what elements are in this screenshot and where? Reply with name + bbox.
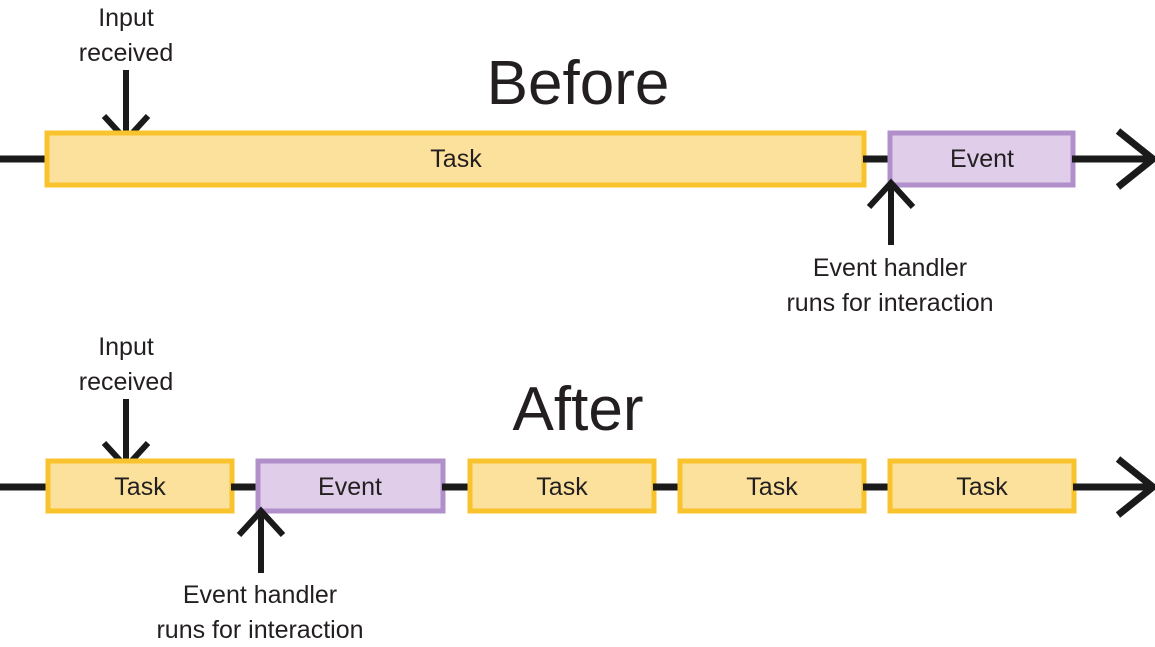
after-section: After Input received Task Event bbox=[0, 333, 1155, 644]
after-event-label: Event bbox=[318, 473, 382, 501]
after-task-block-2 bbox=[467, 458, 657, 514]
after-input-annotation-line2: received bbox=[79, 368, 174, 396]
before-event-block bbox=[887, 130, 1076, 188]
after-input-annotation-line1: Input bbox=[98, 333, 154, 361]
after-heading: After bbox=[513, 375, 644, 444]
after-task-label-1: Task bbox=[114, 473, 166, 501]
after-task-block-4 bbox=[887, 458, 1077, 514]
before-timeline-right-arrow-icon bbox=[1072, 128, 1155, 190]
before-input-arrow-icon bbox=[101, 70, 151, 145]
after-task-block-1 bbox=[45, 458, 235, 514]
after-handler-arrow-icon bbox=[236, 506, 286, 573]
before-handler-annotation-line1: Event handler bbox=[813, 254, 967, 282]
after-task-label-3: Task bbox=[746, 473, 798, 501]
before-handler-arrow-icon bbox=[866, 178, 916, 245]
after-input-arrow-icon bbox=[101, 399, 151, 472]
after-timeline-right-arrow-icon bbox=[1073, 456, 1155, 518]
before-event-label: Event bbox=[950, 145, 1014, 173]
before-heading: Before bbox=[487, 49, 670, 118]
before-section: Before Input received Task Event bbox=[0, 4, 1155, 317]
after-task-block-3 bbox=[677, 458, 867, 514]
after-task-label-4: Task bbox=[956, 473, 1008, 501]
before-input-annotation-line1: Input bbox=[98, 4, 154, 32]
after-handler-annotation-line2: runs for interaction bbox=[156, 616, 363, 644]
after-task-label-2: Task bbox=[536, 473, 588, 501]
before-task-label: Task bbox=[430, 145, 482, 173]
before-handler-annotation-line2: runs for interaction bbox=[786, 289, 993, 317]
after-handler-annotation-line1: Event handler bbox=[183, 581, 337, 609]
before-input-annotation-line2: received bbox=[79, 39, 174, 67]
